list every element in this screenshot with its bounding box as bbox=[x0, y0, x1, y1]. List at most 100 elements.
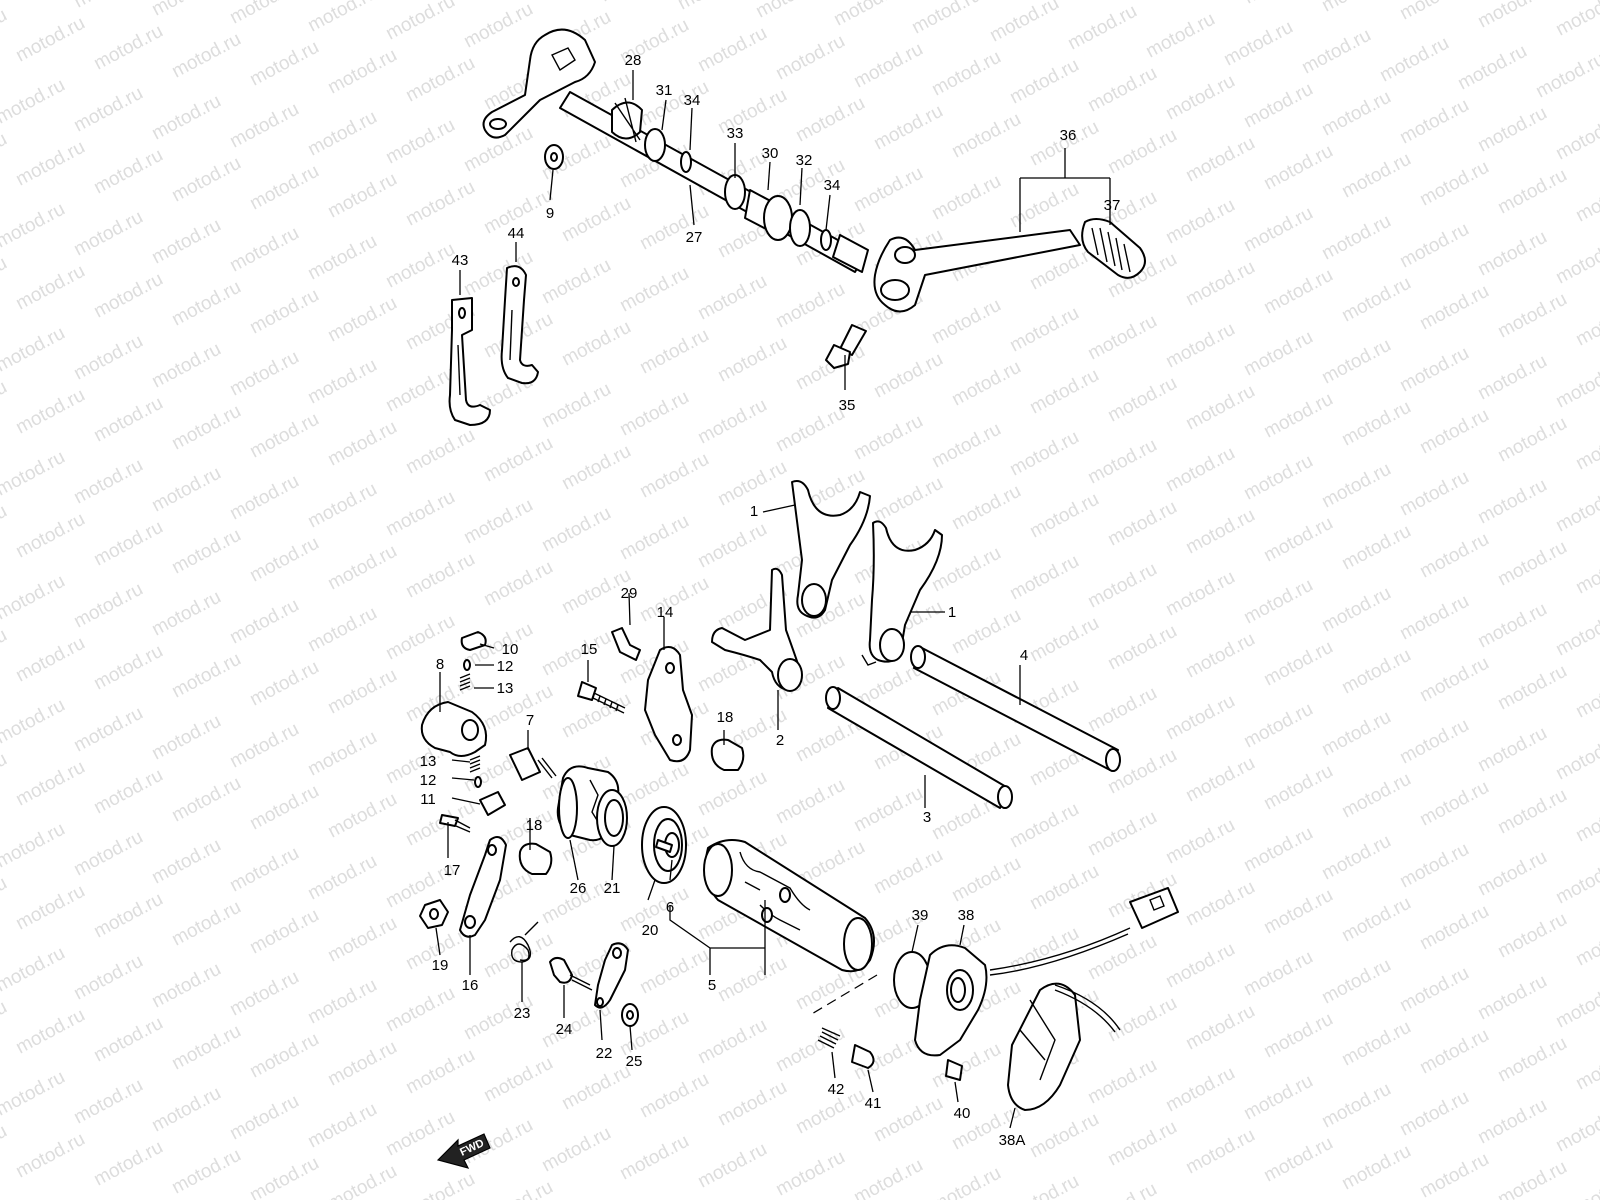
callout-33: 33 bbox=[727, 125, 744, 142]
watermark-text: motod.ru bbox=[304, 603, 380, 657]
watermark-text: motod.ru bbox=[1006, 303, 1082, 357]
watermark-text: motod.ru bbox=[402, 1045, 478, 1099]
watermark-text: motod.ru bbox=[948, 605, 1024, 659]
watermark-text: motod.ru bbox=[1182, 877, 1258, 931]
watermark-text: motod.ru bbox=[1240, 327, 1316, 381]
spring-42 bbox=[817, 1027, 841, 1049]
callout-6: 6 bbox=[666, 899, 674, 916]
watermark-text: motod.ru bbox=[674, 0, 750, 14]
watermark-text: motod.ru bbox=[1474, 599, 1550, 653]
watermark-text: motod.ru bbox=[616, 511, 692, 565]
watermark-text: motod.ru bbox=[1572, 1165, 1600, 1200]
neutral-contact-41 bbox=[851, 1044, 875, 1069]
watermark-text: motod.ru bbox=[928, 1163, 1004, 1200]
watermark-text: motod.ru bbox=[148, 1083, 224, 1137]
watermark-text: motod.ru bbox=[1260, 1133, 1336, 1187]
callout-21: 21 bbox=[604, 880, 621, 897]
watermark-text: motod.ru bbox=[1240, 203, 1316, 257]
watermark-text: motod.ru bbox=[304, 727, 380, 781]
watermark-text: motod.ru bbox=[1084, 931, 1160, 985]
watermark-text: motod.ru bbox=[12, 509, 88, 563]
watermark-text: motod.ru bbox=[90, 889, 166, 943]
watermark-text: motod.ru bbox=[382, 0, 458, 44]
watermark-text: motod.ru bbox=[1552, 235, 1600, 289]
watermark-text: motod.ru bbox=[694, 23, 770, 77]
watermark-text: motod.ru bbox=[1162, 443, 1238, 497]
watermark-text: motod.ru bbox=[0, 199, 69, 253]
callouts: 28 31 34 33 30 32 34 9 27 36 37 35 43 44… bbox=[420, 52, 1121, 1149]
watermark-text: motod.ru bbox=[1572, 793, 1600, 847]
callout-16: 16 bbox=[462, 977, 479, 994]
watermark-text: motod.ru bbox=[908, 0, 984, 38]
callout-40: 40 bbox=[954, 1105, 971, 1122]
watermark-text: motod.ru bbox=[1260, 1009, 1336, 1063]
watermark-text: motod.ru bbox=[1552, 111, 1600, 165]
watermark-text: motod.ru bbox=[1182, 1001, 1258, 1055]
watermark-text: motod.ru bbox=[70, 207, 146, 261]
callout-11: 11 bbox=[420, 791, 436, 808]
watermark-text: motod.ru bbox=[714, 1077, 790, 1131]
watermark-text: motod.ru bbox=[1318, 955, 1394, 1009]
watermark-text: motod.ru bbox=[1494, 289, 1570, 343]
watermark-text: motod.ru bbox=[1474, 1095, 1550, 1149]
callout-34: 34 bbox=[684, 92, 701, 109]
watermark-text: motod.ru bbox=[246, 1153, 322, 1200]
watermark-text: motod.ru bbox=[480, 433, 556, 487]
watermark-text: motod.ru bbox=[1084, 63, 1160, 117]
spring-23 bbox=[509, 921, 539, 963]
watermark-text: motod.ru bbox=[850, 163, 926, 217]
watermark-text: motod.ru bbox=[1338, 397, 1414, 451]
watermark-text: motod.ru bbox=[246, 285, 322, 339]
watermark-text: motod.ru bbox=[168, 1021, 244, 1075]
watermark-text: motod.ru bbox=[772, 1147, 848, 1200]
watermark-text: motod.ru bbox=[538, 503, 614, 557]
watermark-text: motod.ru bbox=[1006, 799, 1082, 853]
watermark-text: motod.ru bbox=[870, 349, 946, 403]
watermark-text: motod.ru bbox=[558, 441, 634, 495]
callout-37: 37 bbox=[1104, 197, 1121, 214]
watermark-text: motod.ru bbox=[1182, 753, 1258, 807]
watermark-text: motod.ru bbox=[1494, 909, 1570, 963]
watermark-text: motod.ru bbox=[1396, 1087, 1472, 1141]
watermark-text: motod.ru bbox=[90, 517, 166, 571]
callout-8: 8 bbox=[436, 656, 444, 673]
watermark-text: motod.ru bbox=[1162, 319, 1238, 373]
watermark-text: motod.ru bbox=[304, 0, 380, 36]
watermark-text: motod.ru bbox=[12, 13, 88, 67]
watermark-text: motod.ru bbox=[1552, 607, 1600, 661]
watermark-text: motod.ru bbox=[1552, 483, 1600, 537]
watermark-text: motod.ru bbox=[1182, 1125, 1258, 1179]
watermark-text: motod.ru bbox=[12, 881, 88, 935]
watermark-text: motod.ru bbox=[1182, 381, 1258, 435]
callout-3: 3 bbox=[923, 809, 931, 826]
watermark-text: motod.ru bbox=[168, 649, 244, 703]
gearshift-fork-1-right bbox=[868, 520, 943, 663]
watermark-text: motod.ru bbox=[324, 541, 400, 595]
watermark-text: motod.ru bbox=[1162, 815, 1238, 869]
watermark-text: motod.ru bbox=[226, 843, 302, 897]
watermark-text: motod.ru bbox=[246, 533, 322, 587]
washer-33 bbox=[724, 174, 746, 210]
watermark-text: motod.ru bbox=[12, 261, 88, 315]
watermark-text: motod.ru bbox=[304, 107, 380, 161]
watermark-text: motod.ru bbox=[70, 455, 146, 509]
watermark-text: motod.ru bbox=[304, 355, 380, 409]
watermark-text: motod.ru bbox=[90, 269, 166, 323]
watermark-text: motod.ru bbox=[480, 557, 556, 611]
watermark-text: motod.ru bbox=[324, 1037, 400, 1091]
watermark-text: motod.ru bbox=[636, 1069, 712, 1123]
watermark-text: motod.ru bbox=[694, 767, 770, 821]
watermark-text: motod.ru bbox=[1396, 715, 1472, 769]
watermark-text: motod.ru bbox=[1084, 1179, 1160, 1200]
callout-15: 15 bbox=[581, 641, 598, 658]
watermark-text: motod.ru bbox=[1162, 567, 1238, 621]
watermark-text: motod.ru bbox=[1260, 265, 1336, 319]
watermark-text: motod.ru bbox=[1240, 699, 1316, 753]
watermark-text: motod.ru bbox=[1338, 645, 1414, 699]
callout-2: 2 bbox=[776, 732, 784, 749]
callout-25: 25 bbox=[626, 1053, 643, 1070]
watermark-text: motod.ru bbox=[226, 595, 302, 649]
watermark-text: motod.ru bbox=[168, 525, 244, 579]
watermark-text: motod.ru bbox=[1084, 807, 1160, 861]
callout-23: 23 bbox=[514, 1005, 531, 1022]
